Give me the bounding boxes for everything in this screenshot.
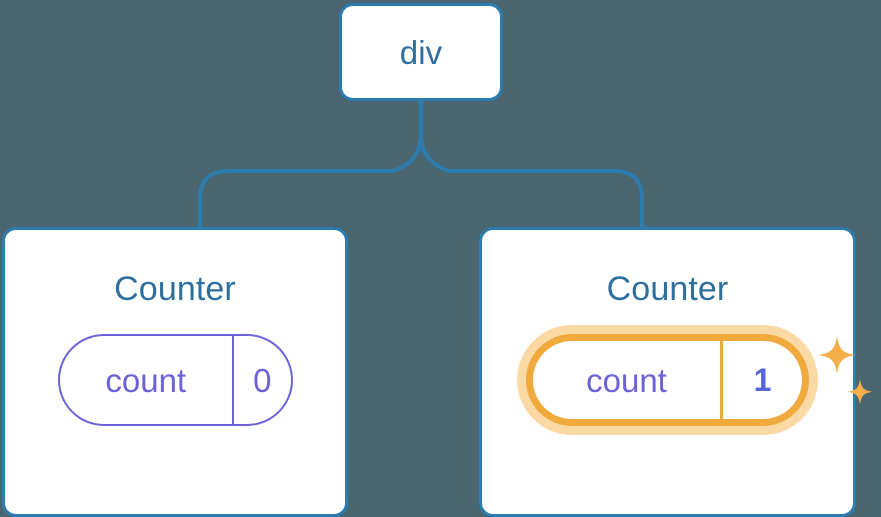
state-pill-wrapper-right: count 1 xyxy=(526,334,873,426)
state-pill-wrapper-left: count 0 xyxy=(57,334,293,426)
node-counter-left[interactable]: Counter count 0 xyxy=(2,227,348,517)
state-value-left: 0 xyxy=(253,361,272,399)
state-pill-right[interactable]: count 1 xyxy=(526,334,809,426)
node-div-label: div xyxy=(399,33,443,71)
node-counter-right[interactable]: Counter count 1 xyxy=(479,227,873,517)
diagram-canvas: div Counter count 0 Counter count xyxy=(2,3,873,517)
state-key-cell-right: count xyxy=(533,341,723,419)
sparkle-four-point-icon xyxy=(818,336,856,374)
node-div[interactable]: div xyxy=(339,3,503,101)
node-counter-right-label: Counter xyxy=(606,270,729,308)
tree-edge-connector xyxy=(198,98,644,231)
state-value-right: 1 xyxy=(753,362,772,398)
state-value-cell-left: 0 xyxy=(234,336,291,424)
state-key-cell-left: count xyxy=(60,336,234,424)
state-key-left: count xyxy=(105,361,187,399)
state-pill-left[interactable]: count 0 xyxy=(57,334,293,426)
node-counter-left-label: Counter xyxy=(114,270,236,308)
state-value-cell-right: 1 xyxy=(723,341,802,419)
state-key-right: count xyxy=(586,361,667,399)
